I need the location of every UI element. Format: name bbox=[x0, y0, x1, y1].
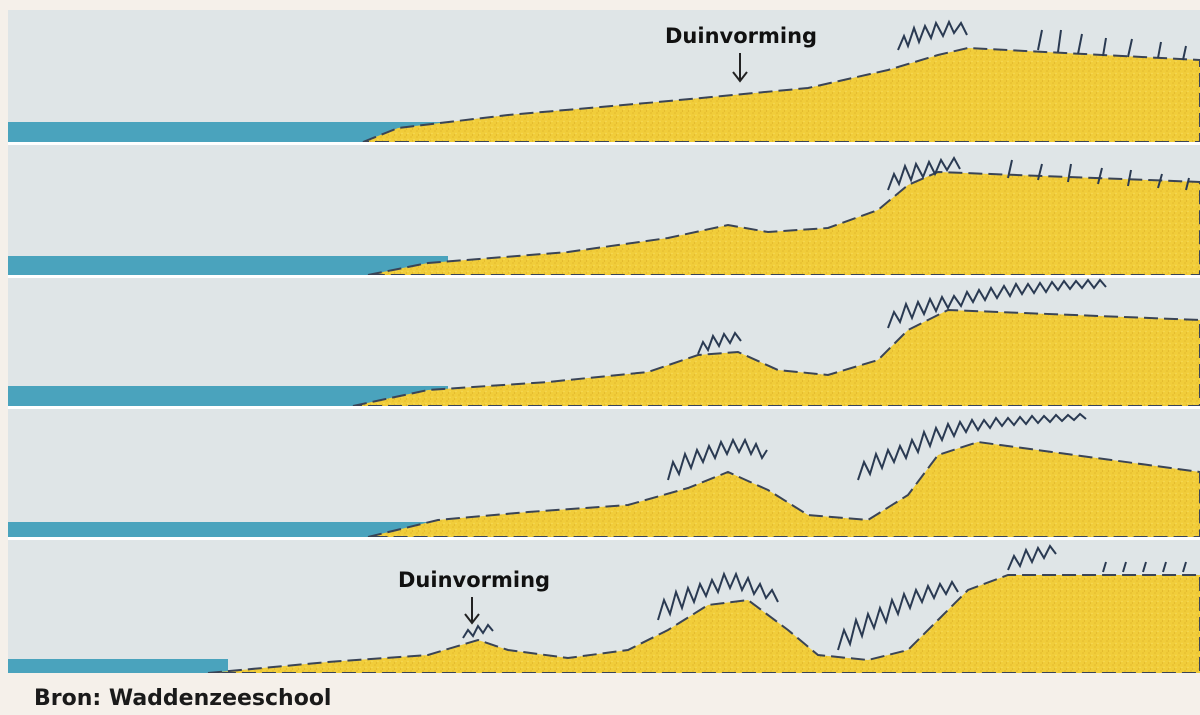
panel-2-water bbox=[8, 256, 448, 275]
annotation-label: Duinvorming bbox=[665, 24, 817, 48]
dune-formation-diagram: Duinvorming Duinvorming bbox=[8, 10, 1200, 673]
panel-3 bbox=[8, 278, 1200, 409]
panel-3-separator bbox=[8, 406, 1200, 409]
panel-5 bbox=[8, 540, 1200, 673]
panel-4-separator bbox=[8, 537, 1200, 540]
source-caption: Bron: Waddenzeeschool bbox=[34, 686, 331, 711]
annotation-label: Duinvorming bbox=[398, 568, 550, 592]
panel-2-separator bbox=[8, 275, 1200, 278]
panel-2 bbox=[8, 145, 1200, 278]
panel-5-water bbox=[8, 659, 228, 673]
panel-4 bbox=[8, 409, 1200, 540]
panel-1-separator bbox=[8, 142, 1200, 145]
panel-1 bbox=[8, 10, 1200, 145]
